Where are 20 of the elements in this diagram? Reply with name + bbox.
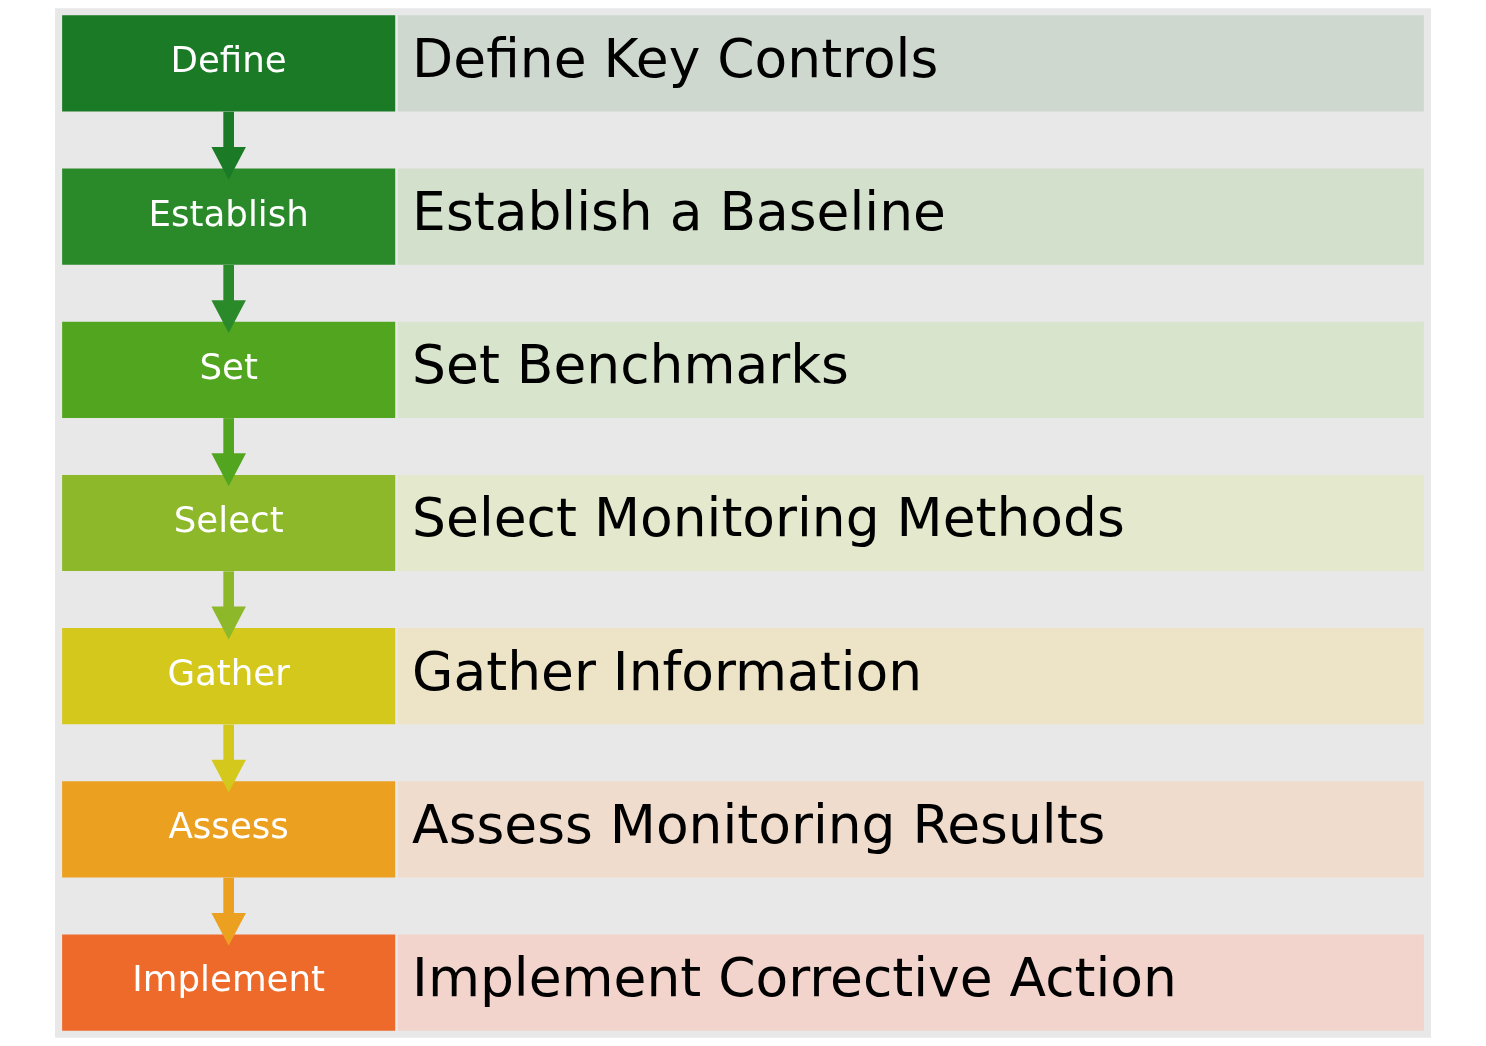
node-box: Assess (62, 781, 396, 878)
node-box: Define Key Controls (397, 15, 1424, 112)
node-box: Set Benchmarks (397, 321, 1424, 418)
arrow (211, 571, 246, 640)
node-box: Gather (62, 628, 396, 725)
node-box: Select (62, 474, 396, 572)
node-box: Establish (62, 168, 396, 265)
node-box: Define (62, 15, 396, 112)
node-box: Implement (62, 934, 396, 1031)
arrow (211, 264, 246, 334)
node-box: Gather Information (397, 628, 1424, 725)
arrow (211, 111, 246, 180)
node-box: Set (62, 321, 396, 418)
node-box: Assess Monitoring Results (397, 781, 1424, 878)
arrow (211, 877, 246, 946)
node-box: Select Monitoring Methods (397, 474, 1424, 572)
arrow (211, 724, 246, 793)
node-box: Establish a Baseline (397, 168, 1424, 265)
arrow (211, 418, 246, 487)
node-box: Implement Corrective Action (397, 934, 1424, 1031)
